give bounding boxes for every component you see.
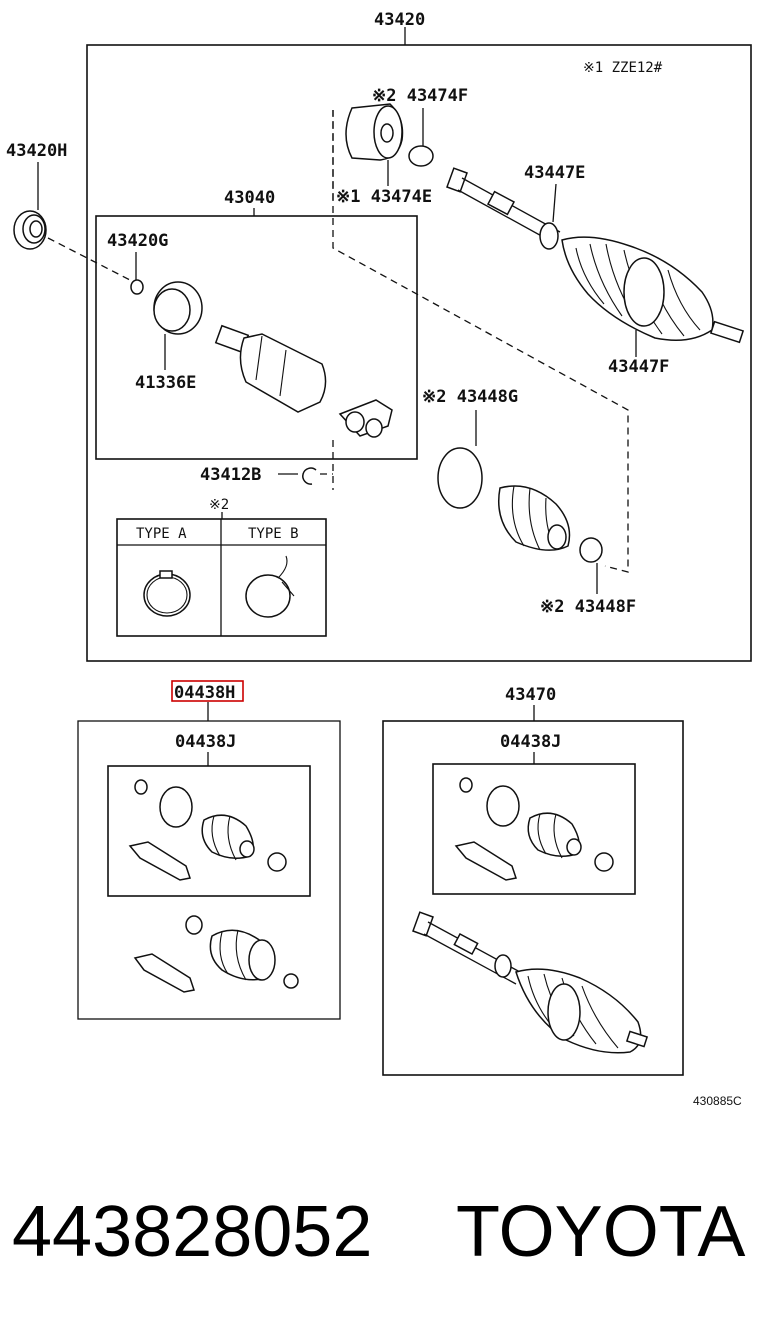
label-outer-clamp-small[interactable]: 43447E (524, 163, 585, 183)
boot-clamp-g-part (437, 447, 483, 509)
footer-part-number: 443828052 (12, 1192, 372, 1272)
inner-ring-part (153, 281, 203, 335)
label-note-2: ※2 (209, 497, 229, 513)
label-kit-inner-right[interactable]: 04438J (500, 732, 561, 752)
kit-label-highlight (171, 680, 244, 702)
kit-left-inner-frame (107, 765, 311, 897)
drive-shaft-part (446, 167, 561, 245)
tripod-joint-part (214, 324, 393, 438)
label-snap-ring[interactable]: 43412B (200, 465, 261, 485)
kit-left-set-1 (128, 779, 287, 881)
label-seal-left[interactable]: 43420H (6, 141, 67, 161)
inner-boot-lower-part (498, 485, 571, 551)
outer-clamp-small-part (539, 222, 559, 250)
label-ring-inner[interactable]: 41336E (135, 373, 196, 393)
label-main-assembly[interactable]: 43420 (374, 10, 425, 30)
label-spec-note: ※1 ZZE12# (583, 60, 663, 76)
kit-right-frame (382, 720, 684, 1076)
joint-assembly-frame (95, 215, 418, 460)
label-boot-inner-top[interactable]: ※2 43474F (372, 86, 468, 106)
label-clip-small[interactable]: 43420G (107, 231, 168, 251)
label-kit-highlighted[interactable]: 04438H (174, 683, 235, 703)
inner-boot-clamp (408, 145, 434, 167)
label-shaft-kit[interactable]: 43470 (505, 685, 556, 705)
label-joint-assembly[interactable]: 43040 (224, 188, 275, 208)
clamp-type-a-part (143, 570, 191, 617)
kit-right-shaft (412, 911, 649, 1054)
label-figure-ref: 430885C (693, 1094, 742, 1108)
label-type-a: TYPE A (136, 526, 187, 542)
footer-brand: TOYOTA (456, 1192, 745, 1272)
label-type-b: TYPE B (248, 526, 299, 542)
label-kit-inner-left[interactable]: 04438J (175, 732, 236, 752)
inner-boot-part (345, 103, 404, 161)
label-boot-clamp-f[interactable]: ※2 43448F (540, 597, 636, 617)
label-boot-clamp-g[interactable]: ※2 43448G (422, 387, 518, 407)
kit-left-set-2 (133, 915, 299, 993)
main-assembly-frame (86, 44, 752, 662)
kit-right-set (454, 777, 614, 881)
clip-small-part (130, 279, 144, 295)
boot-clamp-f-part (579, 537, 603, 563)
clamp-type-b-part (245, 555, 295, 618)
label-outer-boot[interactable]: 43447F (608, 357, 669, 377)
kit-right-inner-frame (432, 763, 636, 895)
outer-boot-part (561, 236, 745, 344)
snap-ring-part (302, 467, 317, 485)
seal-part (13, 210, 47, 250)
kit-left-frame (77, 720, 341, 1020)
label-boot-inner-bottom[interactable]: ※1 43474E (336, 187, 432, 207)
